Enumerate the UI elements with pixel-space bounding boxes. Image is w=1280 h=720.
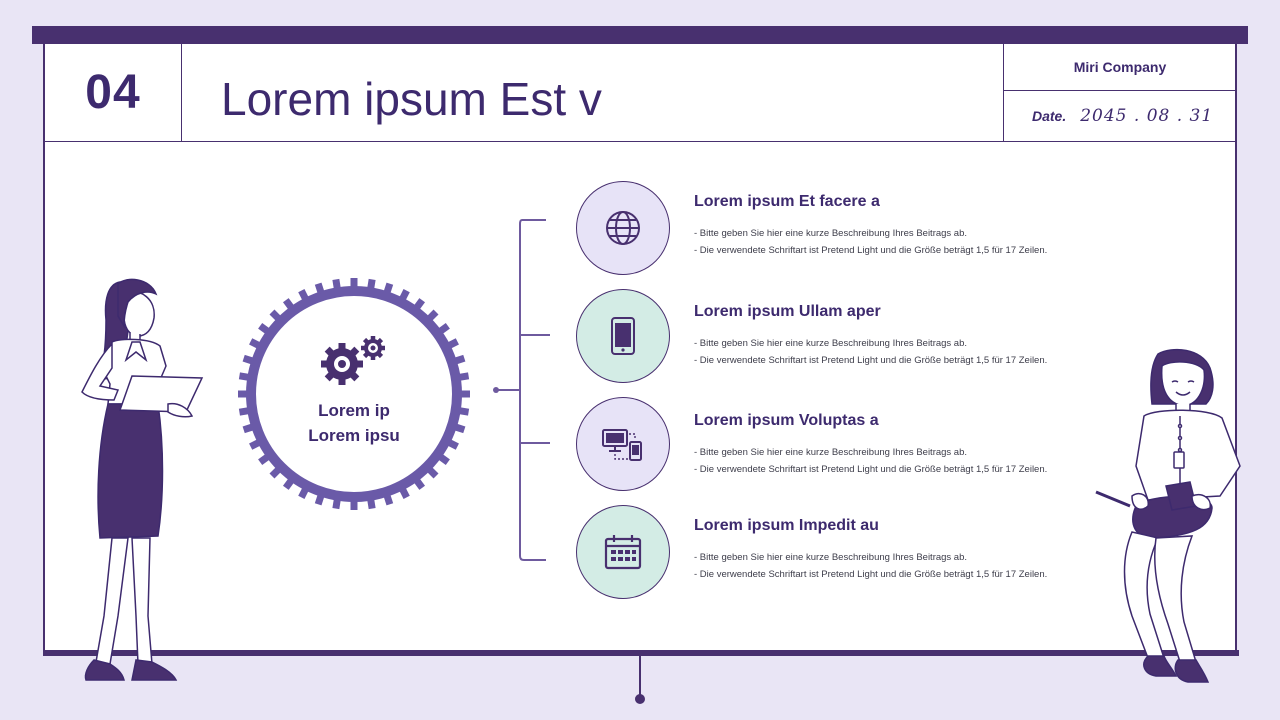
woman-with-laptop-illustration	[81, 278, 204, 681]
item-2-line1: - Bitte geben Sie hier eine kurze Beschr…	[694, 338, 968, 349]
bracket-connector	[493, 219, 550, 561]
item-2-line2: - Die verwendete Schriftart ist Pretend …	[694, 355, 1048, 366]
item-2-title: Lorem ipsum Ullam aper	[694, 303, 881, 320]
item-4-title: Lorem ipsum Impedit au	[694, 517, 879, 534]
item-1: Lorem ipsum Et facere a - Bitte geben Si…	[694, 193, 1124, 259]
item-4-line1: - Bitte geben Sie hier eine kurze Beschr…	[694, 552, 968, 563]
item-3-line2: - Die verwendete Schriftart ist Pretend …	[694, 464, 1048, 475]
date-label: Date.	[1032, 108, 1067, 124]
item-3-line1: - Bitte geben Sie hier eine kurze Beschr…	[694, 447, 968, 458]
item-2-circle	[576, 289, 670, 383]
slide-header: 04 Lorem ipsum Est v Miri Company Date. …	[45, 44, 1236, 142]
gear-ring-icon	[238, 278, 470, 510]
smartphone-icon	[611, 317, 635, 355]
center-gear: Lorem ip Lorem ipsu	[238, 278, 470, 510]
item-1-line1: - Bitte geben Sie hier eine kurze Beschr…	[694, 228, 968, 239]
company-name: Miri Company	[1004, 44, 1236, 91]
calendar-icon	[604, 535, 642, 570]
meta-cell: Miri Company Date. 2045 . 08 . 31	[1003, 44, 1236, 141]
item-3-circle	[576, 397, 670, 491]
date-value: 2045 . 08 . 31	[1080, 106, 1214, 126]
item-3-title: Lorem ipsum Voluptas a	[694, 412, 879, 429]
item-2: Lorem ipsum Ullam aper - Bitte geben Sie…	[694, 303, 1124, 369]
item-1-line2: - Die verwendete Schriftart ist Pretend …	[694, 245, 1048, 256]
item-3: Lorem ipsum Voluptas a - Bitte geben Sie…	[694, 412, 1124, 478]
item-4-circle	[576, 505, 670, 599]
item-4: Lorem ipsum Impedit au - Bitte geben Sie…	[694, 517, 1124, 583]
center-label-line2: Lorem ipsu	[308, 426, 400, 445]
center-label: Lorem ip Lorem ipsu	[238, 398, 470, 448]
gears-icon	[321, 336, 385, 385]
item-1-circle	[576, 181, 670, 275]
board-bottom-rail	[43, 650, 1239, 656]
board-stand	[639, 656, 641, 696]
slide-title: Lorem ipsum Est v	[221, 73, 602, 125]
center-label-line1: Lorem ip	[318, 401, 390, 420]
slide-number-cell: 04	[45, 44, 182, 141]
slide-number: 04	[85, 66, 141, 119]
devices-sync-icon	[602, 429, 642, 461]
board-stand-foot	[635, 694, 645, 704]
item-1-title: Lorem ipsum Et facere a	[694, 193, 880, 210]
date-row: Date. 2045 . 08 . 31	[1032, 106, 1213, 126]
woman-with-clipboard-illustration	[1095, 348, 1241, 683]
item-4-line2: - Die verwendete Schriftart ist Pretend …	[694, 569, 1048, 580]
board-top-rail	[32, 26, 1248, 44]
globe-icon	[606, 211, 640, 245]
